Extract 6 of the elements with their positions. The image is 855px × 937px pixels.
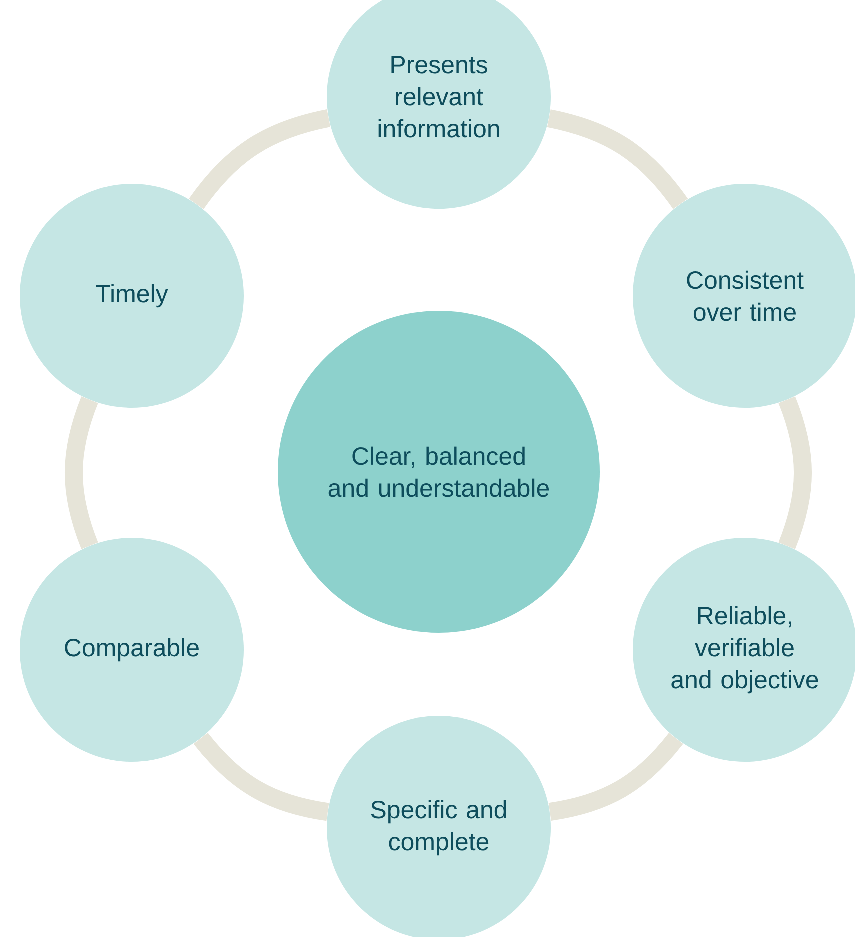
ring-segment	[189, 110, 331, 210]
ring-segment	[778, 396, 812, 550]
ring-segment	[65, 396, 98, 550]
ring-segment	[547, 110, 688, 210]
ring-segment	[194, 732, 330, 822]
ring-segment	[548, 732, 684, 821]
